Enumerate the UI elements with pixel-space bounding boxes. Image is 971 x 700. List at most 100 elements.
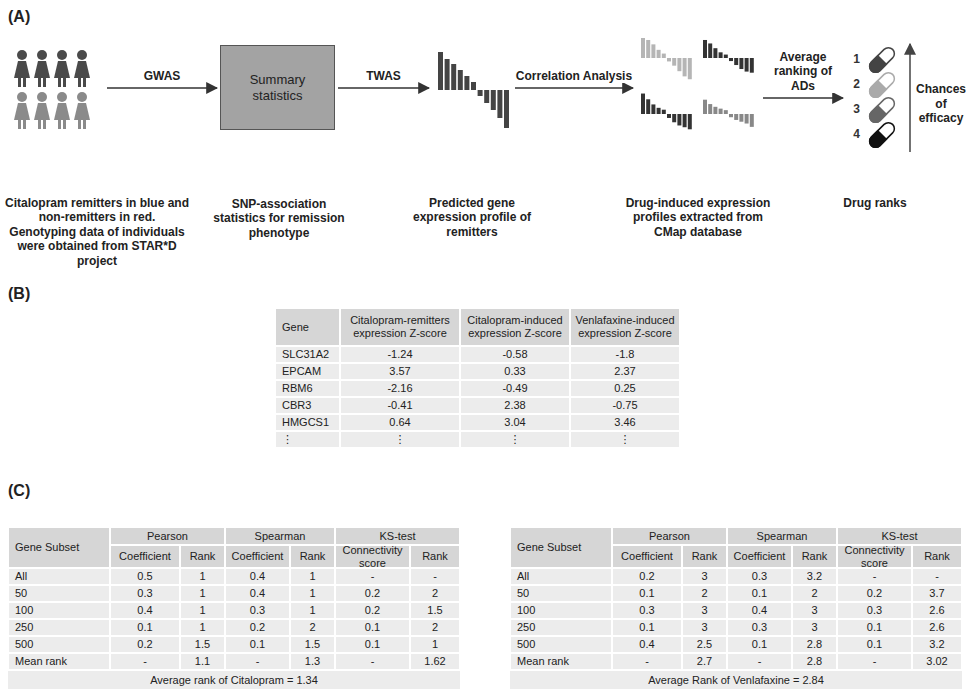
table-header: Rank: [410, 545, 460, 568]
table-cell: 0.3: [837, 602, 912, 619]
flow-arrow: [107, 87, 217, 89]
efficacy-arrow: [909, 44, 911, 152]
stage-icon-area: Predicted gene expression profile of rem…: [432, 45, 512, 133]
table-cell: 3: [682, 602, 727, 619]
expression-profile-icon: [438, 52, 509, 128]
table-header: Coefficient: [612, 545, 682, 568]
rank-number: 1: [846, 52, 860, 68]
table-cell: 3.57: [340, 363, 460, 380]
pill-icon: [867, 70, 897, 100]
table-cell: 2: [682, 585, 727, 602]
table-cell: -: [912, 568, 962, 585]
table-cell: 1: [180, 568, 225, 585]
table-cell: 1: [290, 602, 335, 619]
table-cell: ⋮: [340, 431, 460, 448]
person-icon: [74, 92, 90, 129]
table-header: Coefficient: [225, 545, 290, 568]
table-cell: 3.7: [912, 585, 962, 602]
drug-profile-icon: [641, 94, 692, 130]
table-cell: 0.1: [837, 636, 912, 653]
table-header: Connectivity score: [335, 545, 410, 568]
table-cell: 0.4: [225, 585, 290, 602]
table-cell: 2.8: [792, 653, 837, 670]
table-cell: 1.5: [290, 636, 335, 653]
edge-label: Average ranking of ADs: [762, 50, 844, 93]
stage-caption: Drug-induced expression profiles extract…: [623, 196, 773, 239]
table-cell: 0.33: [460, 363, 570, 380]
stage-caption: Citalopram remitters in blue and non-rem…: [4, 196, 190, 268]
table-cell: -0.58: [460, 346, 570, 363]
table-cell: 500: [8, 636, 110, 653]
flow-arrow: [338, 87, 429, 89]
table-header: Pearson: [612, 527, 727, 545]
flow-arrow: [763, 97, 843, 99]
table-header: Coefficient: [110, 545, 180, 568]
table-header: Rank: [792, 545, 837, 568]
table-cell: 1: [410, 636, 460, 653]
table-header: Citalopram-remitters expression Z-score: [340, 308, 460, 346]
table-header: Gene Subset: [510, 527, 612, 568]
table-cell: 0.2: [225, 619, 290, 636]
stage-caption: SNP-association statistics for remission…: [209, 197, 349, 240]
table-cell: 0.4: [225, 568, 290, 585]
table-header: Spearman: [225, 527, 335, 545]
table-cell: -: [837, 653, 912, 670]
table-cell: 0.2: [335, 602, 410, 619]
drug-profile-icon: [703, 100, 754, 127]
table-cell: ⋮: [460, 431, 570, 448]
table-cell: 1: [180, 585, 225, 602]
table-note: Average Rank of Venlafaxine = 2.84: [510, 671, 962, 689]
box-label: Summary statistics: [221, 46, 334, 129]
table-cell: 2: [792, 585, 837, 602]
edge-label: GWAS: [143, 69, 182, 83]
panel-label: (C): [8, 480, 48, 502]
table-header: Rank: [912, 545, 962, 568]
table-header: KS-test: [335, 527, 460, 545]
table-cell: 0.3: [612, 602, 682, 619]
table-cell: 0.2: [837, 585, 912, 602]
table-cell: 2.37: [570, 363, 680, 380]
rank-number: 4: [846, 127, 860, 143]
table-header: Rank: [682, 545, 727, 568]
table-cell: RBM6: [275, 380, 340, 397]
person-icon: [54, 92, 70, 129]
table-cell: 1: [290, 585, 335, 602]
table-cell: 3: [682, 568, 727, 585]
table-cell: -0.49: [460, 380, 570, 397]
table-cell: 1.1: [180, 653, 225, 670]
table-cell: 3.2: [792, 568, 837, 585]
flow-arrow: [515, 87, 633, 89]
table-cell: 0.2: [110, 636, 180, 653]
table-cell: HMGCS1: [275, 414, 340, 431]
table-cell: 2.8: [792, 636, 837, 653]
table-cell: Mean rank: [8, 653, 110, 670]
table-header: Rank: [290, 545, 335, 568]
table-header: Rank: [180, 545, 225, 568]
table-cell: 1: [180, 619, 225, 636]
edge-label: TWAS: [365, 69, 402, 83]
person-icon: [54, 50, 70, 87]
drug-profile-icon: [641, 38, 692, 79]
table-cell: 1.3: [290, 653, 335, 670]
people-icons: [14, 50, 90, 129]
table-cell: 3: [792, 602, 837, 619]
person-icon: [34, 50, 50, 87]
table-cell: 50: [510, 585, 612, 602]
table-cell: -2.16: [340, 380, 460, 397]
table-cell: 250: [510, 619, 612, 636]
table-cell: -: [335, 653, 410, 670]
table-cell: 0.1: [335, 619, 410, 636]
table-cell: 2.5: [682, 636, 727, 653]
stage-caption: Predicted gene expression profile of rem…: [407, 196, 537, 239]
axis-label: Chances of efficacy: [914, 80, 968, 128]
table-header: Gene: [275, 308, 340, 346]
table-cell: 3: [682, 619, 727, 636]
table-cell: 1.62: [410, 653, 460, 670]
table-cell: -: [837, 568, 912, 585]
table-cell: CBR3: [275, 397, 340, 414]
table-cell: 2.6: [912, 619, 962, 636]
table-cell: 2.38: [460, 397, 570, 414]
table-cell: 0.3: [727, 568, 792, 585]
table-cell: 0.1: [727, 636, 792, 653]
